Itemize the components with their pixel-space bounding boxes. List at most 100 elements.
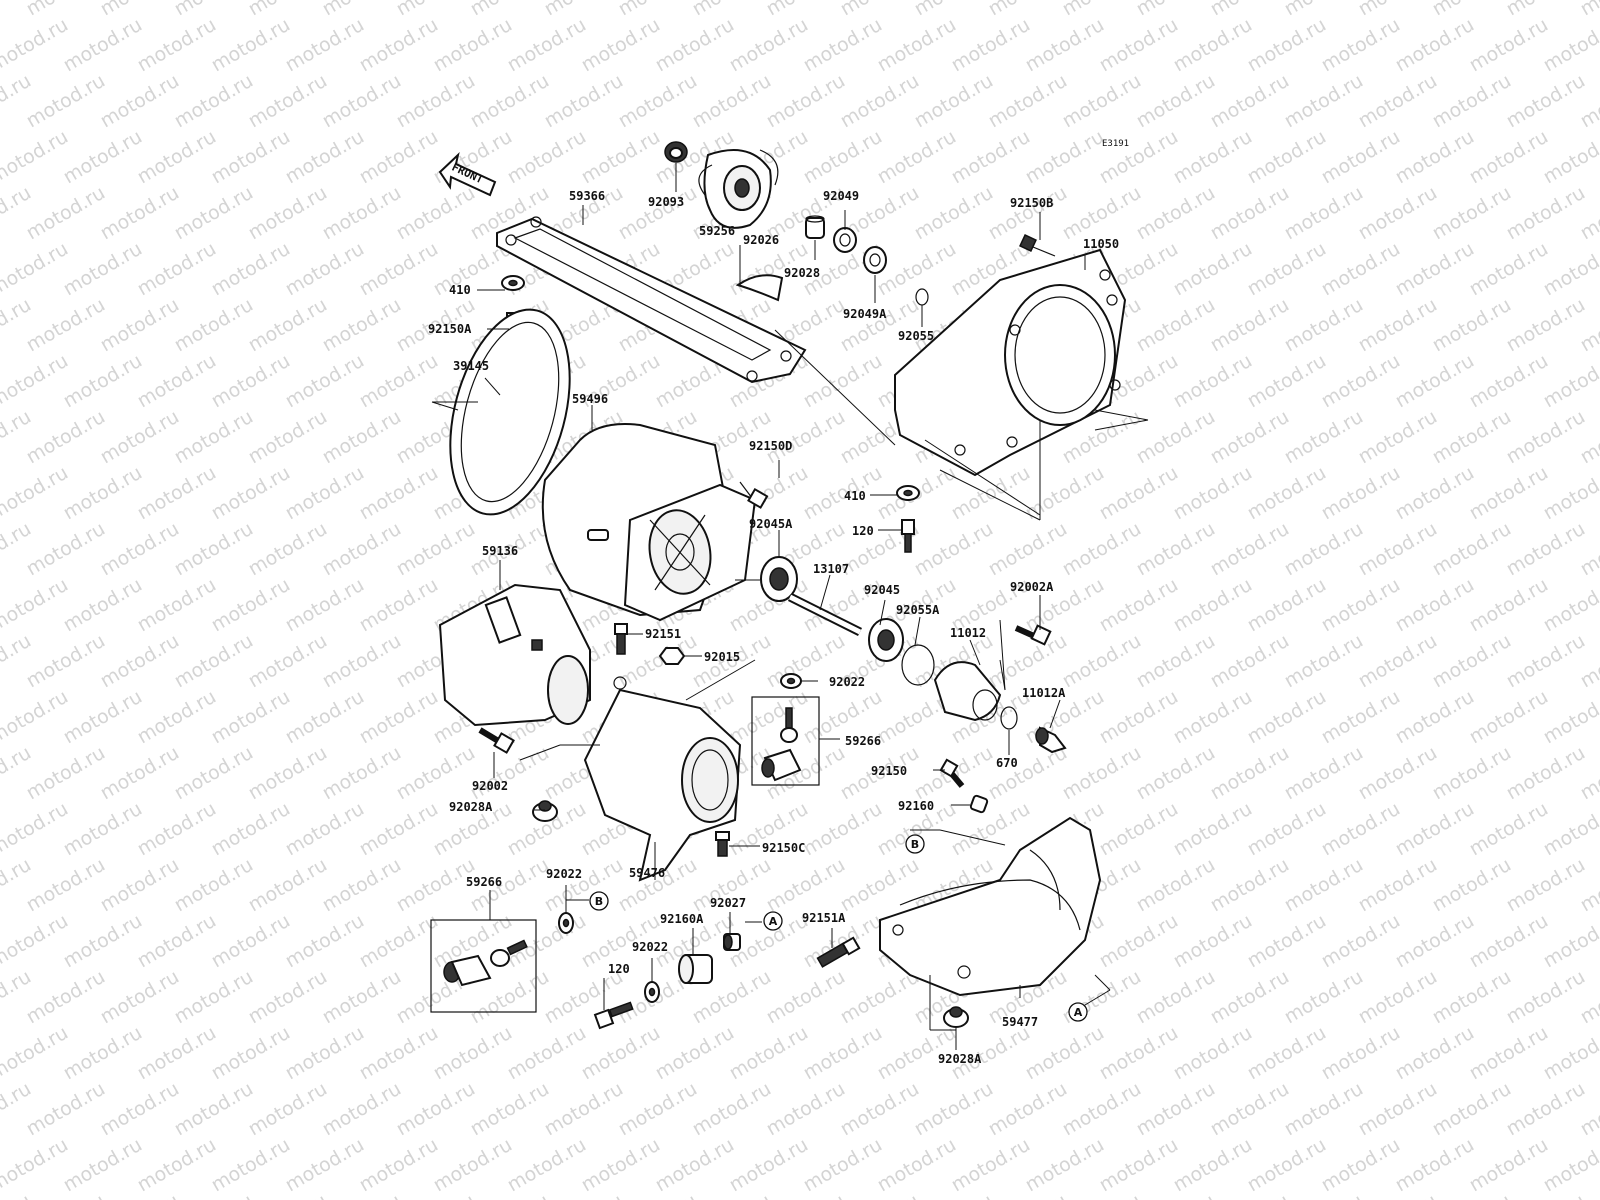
label-59477: 59477	[1002, 1015, 1038, 1029]
washer-92049A	[863, 246, 887, 274]
bolt-120-upper	[901, 519, 915, 553]
pump-body-59496	[541, 423, 757, 622]
cap-11012	[933, 661, 1002, 722]
label-92022-lower-a: 92022	[546, 867, 582, 881]
label-92027: 92027	[710, 896, 746, 910]
label-59366: 59366	[569, 189, 605, 203]
label-410-top: 410	[449, 283, 471, 297]
label-59266-lower: 59266	[466, 875, 502, 889]
plug-11012A	[1035, 726, 1067, 754]
bolt-92151	[614, 623, 628, 655]
shaft-13107	[787, 592, 863, 637]
collar-92027	[723, 933, 741, 951]
label-410-right: 410	[844, 489, 866, 503]
svg-text:A: A	[1074, 1006, 1083, 1019]
front-arrow-icon: FRONT	[438, 152, 497, 197]
label-92022-lower-b: 92022	[632, 940, 668, 954]
part-92026	[735, 274, 784, 302]
label-59476: 59476	[629, 866, 665, 880]
label-92150C: 92150C	[762, 841, 805, 855]
steering-nozzle-59476	[583, 676, 742, 882]
pivot-assembly-59266-lower	[430, 919, 537, 1013]
label-92150: 92150	[871, 764, 907, 778]
washer-92022-lower-b	[644, 981, 660, 1003]
bolt-92150	[939, 758, 965, 788]
label-92055A: 92055A	[896, 603, 940, 617]
label-92015: 92015	[704, 650, 740, 664]
label-92151: 92151	[645, 627, 681, 641]
pivot-assembly-59266-upper	[751, 696, 820, 786]
bolt-92150B	[1019, 234, 1056, 257]
label-670: 670	[996, 756, 1018, 770]
label-92150B: 92150B	[1010, 196, 1053, 210]
label-92002: 92002	[472, 779, 508, 793]
bolt-92150C	[715, 831, 730, 857]
top-plate-59366	[496, 216, 807, 384]
bushing-92160A	[678, 954, 713, 984]
bushing-92028A-lower	[943, 1006, 969, 1028]
label-92028A-lower: 92028A	[938, 1052, 982, 1066]
svg-text:B: B	[911, 838, 919, 851]
label-92150D: 92150D	[749, 439, 792, 453]
ring-39145	[449, 308, 571, 516]
label-59266-upper: 59266	[845, 734, 881, 748]
label-92049: 92049	[823, 189, 859, 203]
washer-410-top	[501, 275, 525, 291]
bolt-92151A	[816, 936, 861, 968]
label-92045: 92045	[864, 583, 900, 597]
callout-b-2: B	[905, 834, 925, 854]
diagram-code: E3191	[1102, 139, 1129, 149]
nozzle-59136	[438, 583, 591, 727]
label-92022-upper: 92022	[829, 675, 865, 689]
label-59136: 59136	[482, 544, 518, 558]
washer-92022-lower-a	[558, 912, 574, 934]
callout-a-2: A	[1068, 1002, 1088, 1022]
reverse-bucket-59477	[879, 816, 1102, 997]
label-92093: 92093	[648, 195, 684, 209]
label-11012: 11012	[950, 626, 986, 640]
label-120-upper: 120	[852, 524, 874, 538]
label-92151A: 92151A	[802, 911, 846, 925]
washer-92049	[833, 227, 857, 253]
washer-92022-upper	[780, 673, 802, 689]
part-labels: 59366 92093 59256 92026 92049 92028 9204…	[428, 189, 1119, 1066]
label-120-lower: 120	[608, 962, 630, 976]
label-92049A: 92049A	[843, 307, 887, 321]
washer-410-right	[896, 485, 920, 501]
label-11050: 11050	[1083, 237, 1119, 251]
impeller-59256	[698, 149, 779, 229]
sleeve-92028	[805, 215, 825, 239]
label-59496: 59496	[572, 392, 608, 406]
bolt-120-lower	[593, 1001, 634, 1030]
callout-b-1: B	[589, 891, 609, 911]
label-11012A: 11012A	[1022, 686, 1066, 700]
label-92028A-left: 92028A	[449, 800, 493, 814]
oring-92055A	[901, 644, 935, 686]
svg-text:A: A	[769, 915, 778, 928]
leader-lines	[431, 163, 1149, 1050]
bolt-92002	[478, 727, 515, 754]
bushing-92160	[969, 794, 989, 814]
nut-92015	[658, 647, 686, 665]
oring-670	[1000, 706, 1018, 730]
label-13107: 13107	[813, 562, 849, 576]
pump-case-11050	[894, 248, 1127, 477]
label-59256: 59256	[699, 224, 735, 238]
callout-a-1: A	[763, 911, 783, 931]
oring-92055	[915, 288, 929, 306]
label-39145: 39145	[453, 359, 489, 373]
label-92002A: 92002A	[1010, 580, 1054, 594]
label-92160A: 92160A	[660, 912, 704, 926]
bearing-92045	[868, 618, 904, 662]
label-92055: 92055	[898, 329, 934, 343]
seal-92093	[664, 141, 688, 163]
label-92028: 92028	[784, 266, 820, 280]
bushing-92028A-left	[532, 800, 558, 822]
bolt-92150D	[739, 481, 769, 509]
label-92045A: 92045A	[749, 517, 793, 531]
label-92150A: 92150A	[428, 322, 472, 336]
svg-text:B: B	[595, 895, 603, 908]
bolt-92002A	[1014, 624, 1052, 646]
label-92026: 92026	[743, 233, 779, 247]
